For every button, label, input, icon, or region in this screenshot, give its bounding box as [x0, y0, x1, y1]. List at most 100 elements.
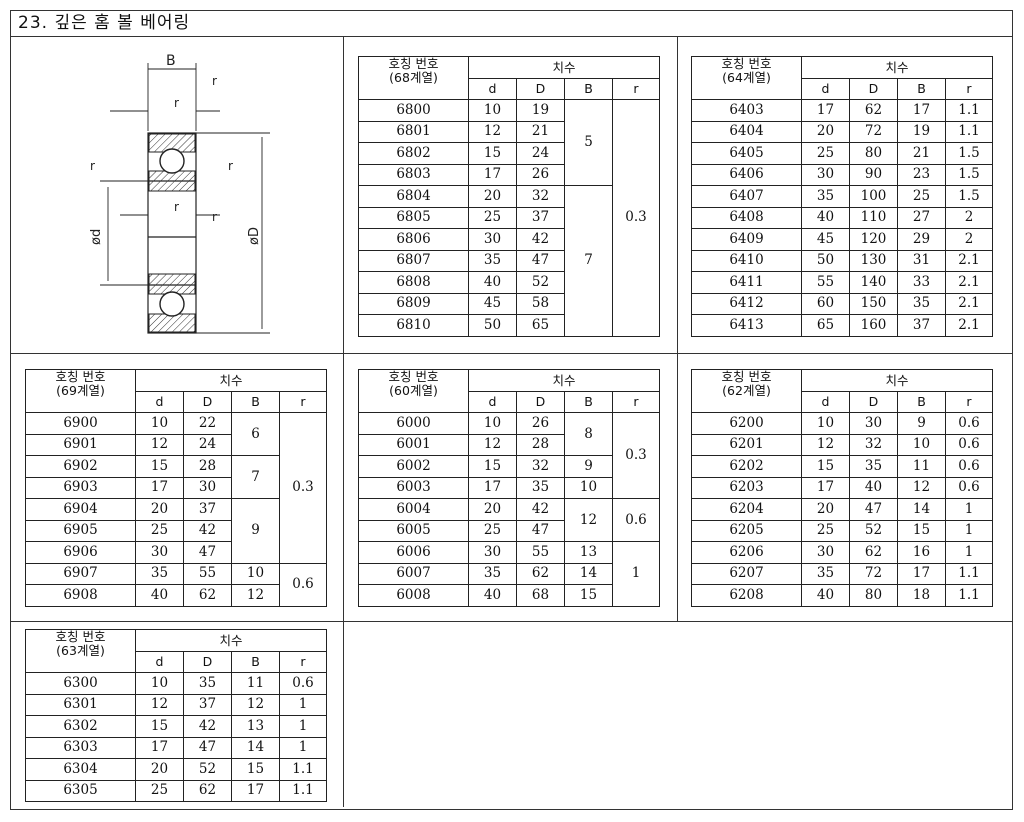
width-cell: 29: [897, 228, 946, 251]
outer-diameter-cell: 32: [516, 455, 565, 478]
designation-cell: 6208: [691, 584, 802, 607]
outer-diameter-cell: 52: [516, 271, 565, 294]
width-cell: 10: [897, 433, 946, 456]
bore-cell: 20: [468, 185, 517, 208]
bore-cell: 20: [468, 498, 517, 521]
radius-cell: 0.6: [945, 412, 993, 435]
designation-cell: 6001: [358, 433, 469, 456]
outer-diameter-cell: 21: [516, 120, 565, 143]
bore-cell: 12: [801, 433, 850, 456]
outer-diameter-cell: 65: [516, 314, 565, 337]
designation-cell: 6809: [358, 292, 469, 315]
width-cell: 10: [231, 562, 280, 585]
width-cell: 10: [564, 476, 613, 499]
designation-header: 호칭 번호(60계열): [358, 369, 469, 413]
series-label: (60계열): [389, 383, 438, 398]
width-cell: 7: [231, 455, 280, 499]
col-header-d: d: [135, 650, 184, 673]
outer-diameter-cell: 80: [849, 584, 898, 607]
designation-cell: 6005: [358, 519, 469, 542]
grid-divider: [11, 353, 1012, 354]
designation-cell: 6805: [358, 206, 469, 229]
width-cell: 15: [897, 519, 946, 542]
designation-cell: 6800: [358, 99, 469, 122]
radius-cell: 1: [945, 541, 993, 564]
designation-header: 호칭 번호(62계열): [691, 369, 802, 413]
width-cell: 14: [564, 562, 613, 585]
designation-cell: 6405: [691, 142, 802, 165]
width-cell: 18: [897, 584, 946, 607]
bore-cell: 17: [135, 736, 184, 759]
outer-diameter-cell: 55: [183, 562, 232, 585]
bore-cell: 12: [135, 693, 184, 716]
bore-cell: 10: [801, 412, 850, 435]
width-label: B: [166, 53, 176, 69]
bore-cell: 15: [801, 455, 850, 478]
outer-diameter-cell: 52: [849, 519, 898, 542]
series-label: (69계열): [56, 383, 105, 398]
bore-cell: 15: [468, 455, 517, 478]
designation-cell: 6902: [25, 455, 136, 478]
width-cell: 6: [231, 412, 280, 456]
width-cell: 16: [897, 541, 946, 564]
width-cell: 15: [231, 758, 280, 781]
radius-cell: 2.1: [945, 249, 993, 272]
width-cell: 9: [564, 455, 613, 478]
width-cell: 12: [231, 584, 280, 607]
bore-cell: 15: [135, 715, 184, 738]
bore-cell: 17: [135, 476, 184, 499]
bore-cell: 30: [801, 163, 850, 186]
col-header-D: D: [183, 650, 232, 673]
bore-cell: 25: [801, 519, 850, 542]
bore-cell: 17: [801, 99, 850, 122]
width-cell: 13: [231, 715, 280, 738]
designation-cell: 6808: [358, 271, 469, 294]
bore-cell: 17: [468, 163, 517, 186]
col-header-d: d: [801, 77, 850, 100]
bore-cell: 35: [135, 562, 184, 585]
radius-cell: 1.5: [945, 163, 993, 186]
width-cell: 31: [897, 249, 946, 272]
designation-cell: 6403: [691, 99, 802, 122]
radius-cell: 0.3: [612, 412, 660, 499]
outer-diameter-cell: 160: [849, 314, 898, 337]
width-cell: 8: [564, 412, 613, 456]
radius-cell: 0.3: [612, 99, 660, 337]
width-cell: 19: [897, 120, 946, 143]
outer-diameter-cell: 58: [516, 292, 565, 315]
col-header-r: r: [279, 390, 327, 413]
outer-diameter-cell: 32: [849, 433, 898, 456]
width-cell: 17: [897, 99, 946, 122]
designation-cell: 6000: [358, 412, 469, 435]
bore-cell: 20: [135, 498, 184, 521]
radius-cell: 1.1: [279, 758, 327, 781]
outer-diameter-cell: 35: [183, 672, 232, 695]
radius-cell: 1.1: [945, 99, 993, 122]
bore-cell: 65: [801, 314, 850, 337]
designation-cell: 6206: [691, 541, 802, 564]
radius-cell: 1: [279, 736, 327, 759]
outer-diameter-cell: 47: [183, 541, 232, 564]
radius-label: r: [174, 96, 179, 110]
